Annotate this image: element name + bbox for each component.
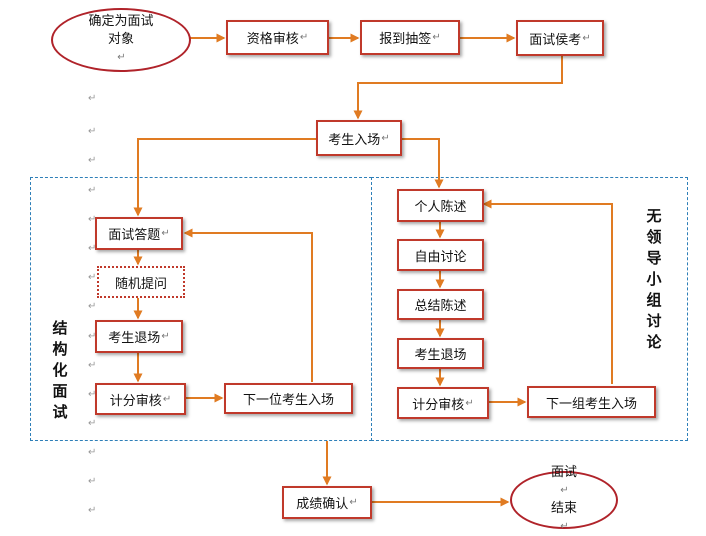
group-discussion-label: 自由讨论 [414, 249, 467, 265]
structured-interview-label: 结构化面试 [52, 319, 68, 421]
return-mark: ↵ [88, 476, 97, 487]
start-line-2: 对象 [107, 32, 134, 47]
return-mark: ↵ [88, 214, 97, 225]
return-mark: ↵ [88, 126, 97, 137]
return-mark: ↵ [88, 93, 97, 104]
draw-lots-box: 报到抽签↵ [360, 20, 460, 55]
return-mark: ↵ [88, 360, 97, 371]
return-mark: ↵ [88, 243, 97, 254]
group-discussion-box: 自由讨论 [397, 239, 484, 271]
structured-random-label: 随机提问 [114, 276, 167, 292]
group-summary-label: 总结陈述 [414, 299, 467, 314]
return-mark: ↵ [162, 393, 172, 405]
group-statement-label: 个人陈述 [414, 200, 467, 215]
group-statement-box: 个人陈述 [397, 189, 484, 222]
structured-exit-box: 考生退场↵ [95, 320, 183, 353]
return-mark: ↵ [161, 228, 170, 239]
structured-next-box: 下一位考生入场 [224, 383, 353, 414]
group-score-box: 计分审核↵ [397, 387, 489, 419]
confirm-label: 成绩确认 [296, 497, 349, 512]
end-line-2: 结束 [550, 501, 577, 516]
arrow-enter-to-leaderless [402, 138, 444, 189]
structured-score-label: 计分审核 [109, 393, 162, 409]
waiting-label: 面试侯考 [529, 32, 582, 48]
arrow-next-loop-to-statement [482, 199, 613, 384]
return-mark: ↵ [88, 301, 97, 312]
return-mark: ↵ [299, 32, 309, 43]
qualification-box: 资格审核↵ [226, 20, 329, 55]
arrow-waiting-to-enter [353, 56, 563, 120]
end-line-1: 面试 [550, 465, 577, 480]
waiting-box: 面试侯考↵ [516, 20, 604, 56]
return-mark: ↵ [161, 331, 170, 342]
return-mark: ↵ [582, 32, 591, 44]
group-summary-box: 总结陈述 [397, 289, 484, 320]
structured-score-box: 计分审核↵ [95, 383, 186, 415]
structured-random-box: 随机提问 [97, 266, 185, 298]
return-mark: ↵ [88, 389, 97, 400]
arrow-next-loop-to-answer [183, 228, 313, 382]
enter-box: 考生入场↵ [316, 120, 402, 156]
group-next-box: 下一组考生入场 [527, 386, 656, 418]
return-mark: ↵ [88, 272, 97, 283]
group-next-label: 下一组考生入场 [545, 396, 637, 412]
return-mark: ↵ [117, 52, 126, 63]
return-mark: ↵ [465, 397, 474, 409]
confirm-box: 成绩确认↵ [282, 486, 372, 519]
leaderless-discussion-frame [371, 177, 688, 441]
end-ellipse: 面试 ↵ 结束 ↵ [510, 465, 618, 532]
return-mark: ↵ [432, 32, 441, 43]
start-line-1: 确定为面试 [88, 14, 154, 29]
enter-label: 考生入场 [328, 132, 381, 148]
return-mark: ↵ [560, 485, 569, 496]
group-exit-box: 考生退场 [397, 338, 484, 369]
structured-next-label: 下一位考生入场 [242, 393, 334, 408]
structured-answer-label: 面试答题 [108, 228, 161, 243]
return-mark: ↵ [88, 185, 97, 196]
structured-exit-label: 考生退场 [108, 331, 161, 346]
return-mark: ↵ [88, 418, 97, 429]
arrow-enter-to-structured [133, 138, 316, 217]
group-score-label: 计分审核 [412, 397, 465, 413]
return-mark: ↵ [349, 497, 358, 508]
return-mark: ↵ [88, 155, 97, 166]
return-mark: ↵ [560, 521, 569, 532]
return-mark: ↵ [88, 505, 97, 516]
return-mark: ↵ [381, 132, 390, 144]
structured-answer-box: 面试答题↵ [95, 217, 183, 250]
qualification-label: 资格审核 [246, 32, 299, 47]
group-exit-label: 考生退场 [414, 348, 467, 363]
draw-lots-label: 报到抽签 [379, 32, 432, 47]
leaderless-discussion-label: 无领导小组讨论 [646, 207, 662, 351]
start-ellipse: 确定为面试 对象 ↵ [51, 8, 191, 72]
return-mark: ↵ [88, 447, 97, 458]
return-mark: ↵ [88, 331, 97, 342]
